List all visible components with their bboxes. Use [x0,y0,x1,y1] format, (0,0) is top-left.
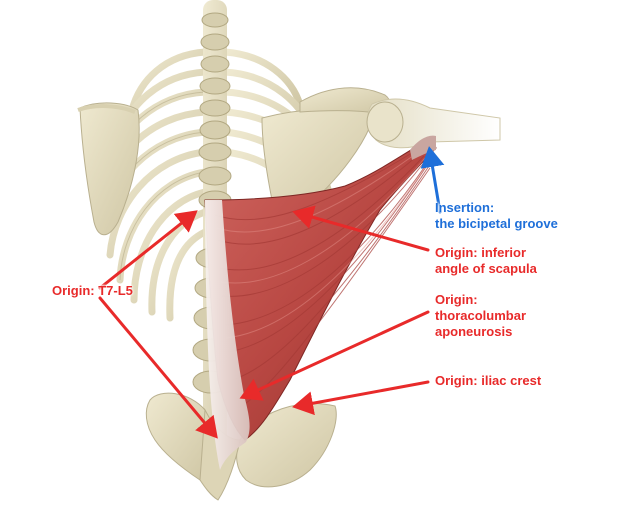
t7-l5-label-line1: Origin: T7-L5 [52,283,133,298]
inferior-angle-label: Origin: inferior angle of scapula [435,245,537,277]
insertion-label-line2: the bicipetal groove [435,216,558,231]
inferior-angle-label-line2: angle of scapula [435,261,537,276]
inferior-angle-arrow [292,205,430,252]
insertion-arrow [420,146,445,214]
thoracolumbar-arrow [239,310,430,401]
thoracolumbar-label-line2: thoracolumbar [435,308,527,323]
iliac-crest-label-line1: Origin: iliac crest [435,373,542,388]
inferior-angle-label-line1: Origin: inferior [435,245,526,260]
thoracolumbar-label: Origin: thoracolumbar aponeurosis [435,292,526,340]
t7-upper-arrow [98,210,198,290]
latissimus-dorsi-muscle [204,135,437,470]
t7-l5-label: Origin: T7-L5 [52,283,133,299]
thoracolumbar-label-line1: Origin: [435,292,478,307]
iliac-crest-arrow [292,380,430,416]
thoracolumbar-label-line3: aponeurosis [435,324,513,339]
insertion-label-line1: Insertion: [435,200,495,215]
insertion-label: Insertion: the bicipetal groove [435,200,558,232]
left-scapula [79,102,140,236]
l5-lower-arrow [98,296,218,439]
iliac-crest-label: Origin: iliac crest [435,373,541,389]
thoracolumbar-aponeurosis [205,200,250,470]
label-arrows [98,146,445,439]
